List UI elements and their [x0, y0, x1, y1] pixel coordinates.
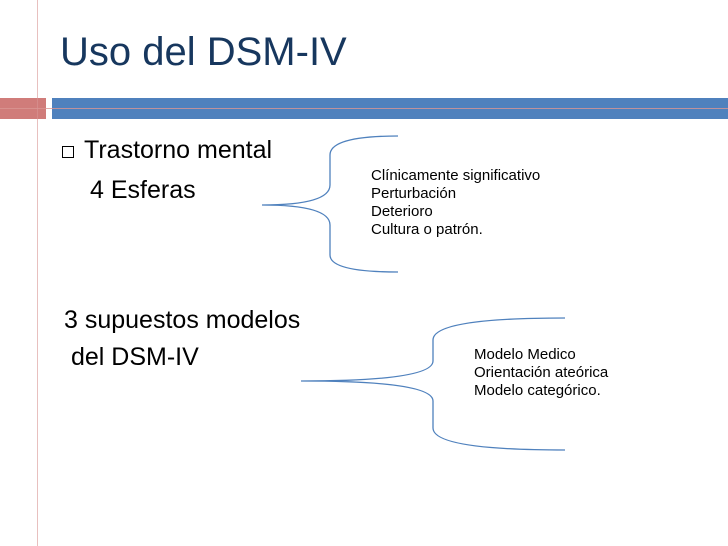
supuestos-line1: 3 supuestos modelos: [64, 306, 301, 334]
slide-title: Uso del DSM-IV: [60, 30, 347, 74]
list-item: Clínicamente significativo: [371, 167, 541, 184]
list-item: Orientación ateórica: [474, 364, 609, 381]
list-item: Modelo Medico: [474, 346, 576, 363]
bullet-checkbox-icon: [62, 146, 74, 158]
vertical-guide-line: [37, 0, 38, 546]
list-item: Deterioro: [371, 203, 433, 220]
bullet-trastorno-mental: Trastorno mental: [84, 136, 273, 164]
curly-brace-icon: [261, 135, 399, 273]
modelos-list: Modelo Medico Orientación ateórica Model…: [474, 346, 608, 400]
list-item: Cultura o patrón.: [371, 221, 483, 238]
horizontal-guide-line: [0, 108, 728, 109]
list-item: Perturbación: [371, 185, 457, 202]
curly-brace-icon: [300, 317, 566, 451]
esferas-list: Clínicamente significativo Perturbación …: [371, 167, 540, 239]
list-item: Modelo categórico.: [474, 382, 601, 399]
subline-esferas: 4 Esferas: [90, 176, 196, 204]
supuestos-line2: del DSM-IV: [71, 343, 199, 371]
